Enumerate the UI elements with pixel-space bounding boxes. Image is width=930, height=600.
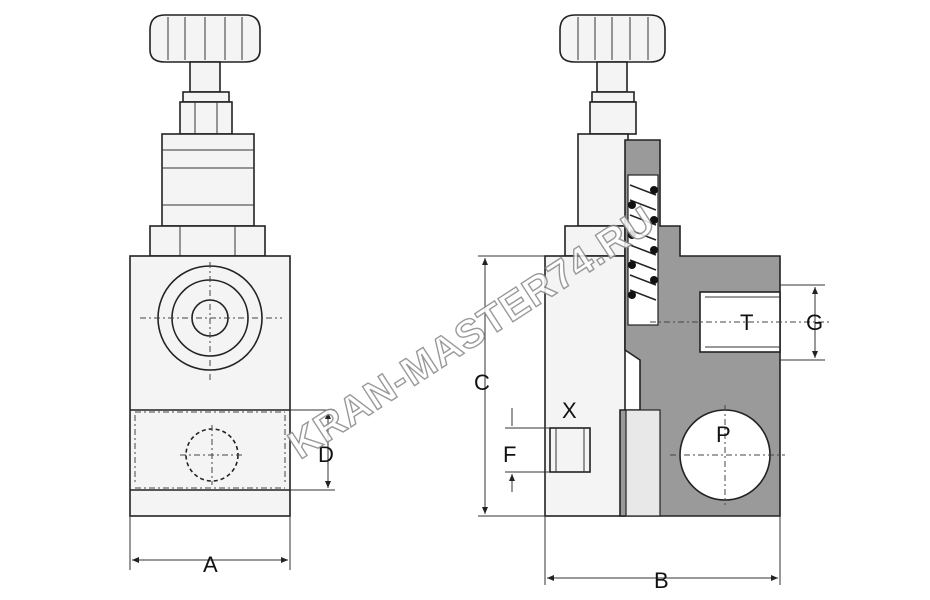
label-X: X	[562, 398, 577, 423]
label-B: B	[654, 568, 669, 593]
label-C: C	[474, 370, 490, 395]
label-F: F	[503, 442, 516, 467]
label-D: D	[318, 442, 334, 467]
port-X	[549, 427, 591, 473]
label-P: P	[716, 422, 731, 447]
knob-left	[149, 14, 261, 93]
side-section-view: T G P X F C B	[474, 14, 830, 593]
front-view: A D	[129, 14, 335, 577]
label-T: T	[740, 310, 753, 335]
label-A: A	[203, 552, 218, 577]
label-G: G	[806, 310, 823, 335]
